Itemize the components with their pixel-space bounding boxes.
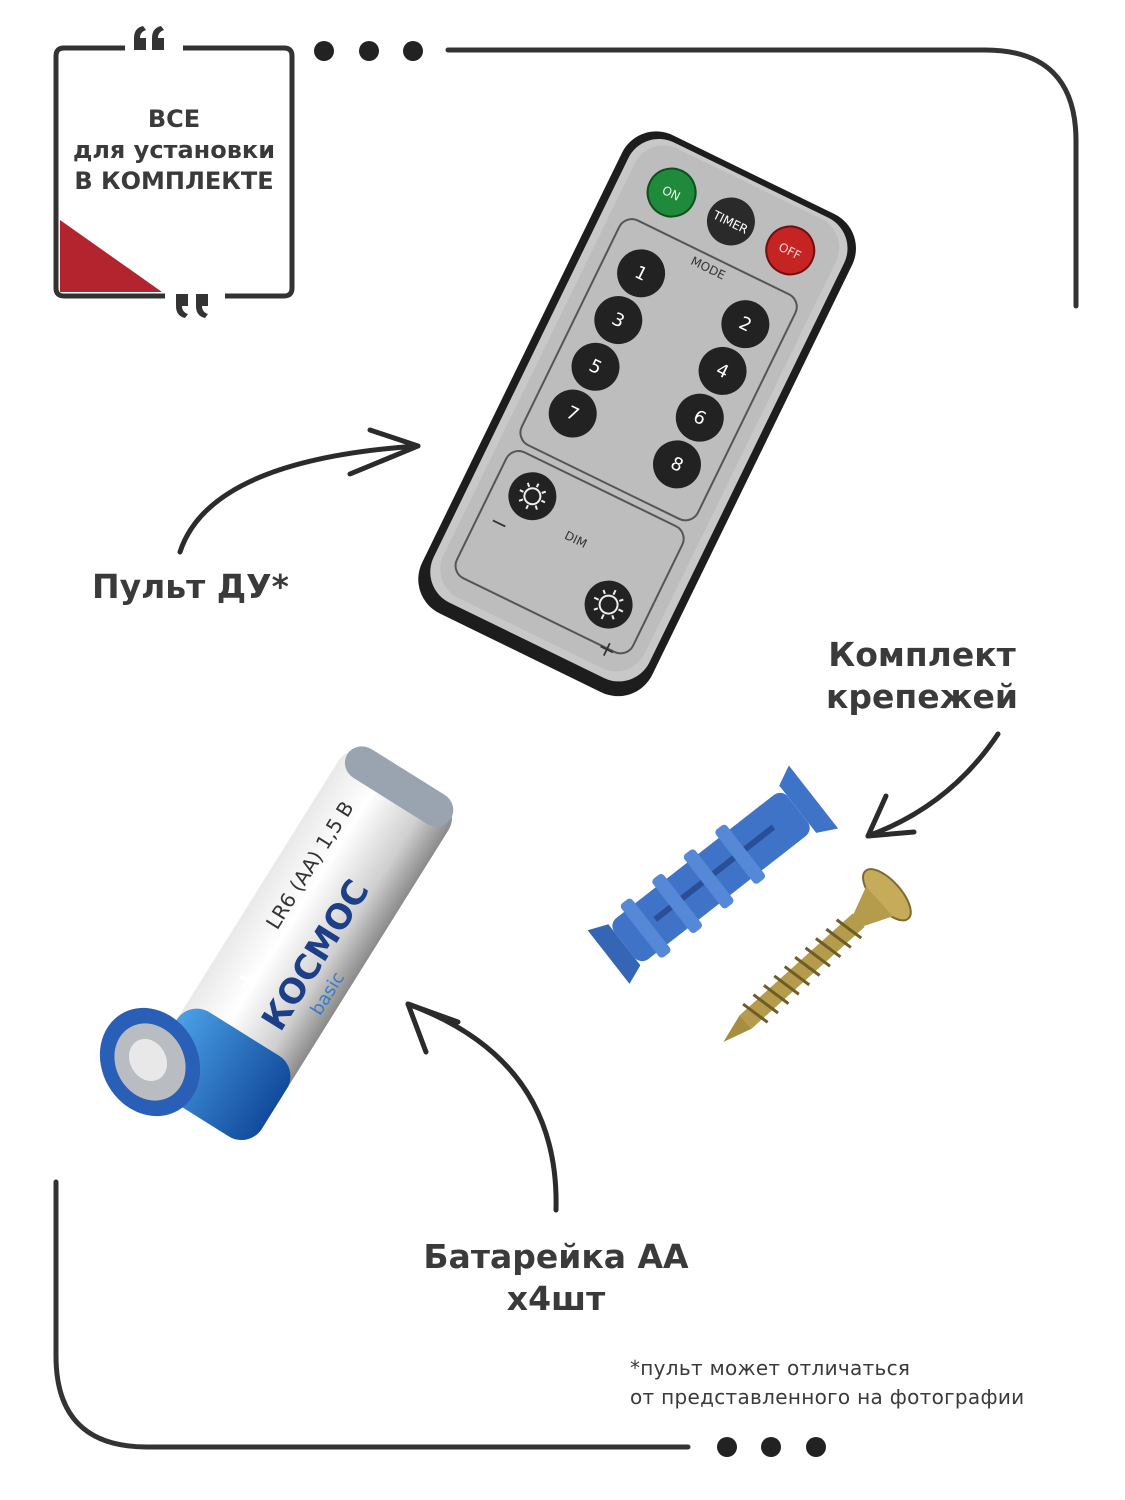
label-fasteners-line-1: Комплект xyxy=(828,635,1016,674)
label-remote: Пульт ДУ* xyxy=(92,567,289,606)
label-battery-line-2: х4шт xyxy=(506,1279,606,1318)
dots-icon xyxy=(314,41,423,61)
badge xyxy=(53,45,295,299)
badge-text: ВСЕ для установки В КОМПЛЕКТЕ xyxy=(58,104,290,197)
quote-open-icon xyxy=(134,26,164,50)
screw xyxy=(723,868,912,1042)
badge-line-3: В КОМПЛЕКТЕ xyxy=(74,167,274,195)
label-fasteners: Комплект крепежей xyxy=(822,634,1022,718)
frame-top-right xyxy=(445,47,1079,309)
footnote-line-2: от представленного на фотографии xyxy=(630,1385,1025,1409)
dowel xyxy=(587,765,839,984)
label-battery: Батарейка АА х4шт xyxy=(416,1236,696,1320)
footnote: *пульт может отличаться от представленно… xyxy=(630,1354,1024,1412)
label-fasteners-line-2: крепежей xyxy=(826,677,1018,716)
badge-line-2: для установки xyxy=(72,136,276,164)
sun-dim-icon xyxy=(518,482,547,510)
frame-bottom-left xyxy=(53,1179,691,1450)
quote-close-icon xyxy=(176,294,208,318)
curved-arrow-icon xyxy=(177,427,421,555)
label-battery-line-1: Батарейка АА xyxy=(423,1237,689,1276)
curved-arrow-icon xyxy=(865,731,1001,839)
sun-bright-icon xyxy=(593,589,624,620)
dots-icon xyxy=(717,1437,826,1457)
footnote-line-1: *пульт может отличаться xyxy=(630,1356,911,1380)
badge-line-1: ВСЕ xyxy=(147,105,201,133)
curved-arrow-icon xyxy=(405,1001,559,1213)
